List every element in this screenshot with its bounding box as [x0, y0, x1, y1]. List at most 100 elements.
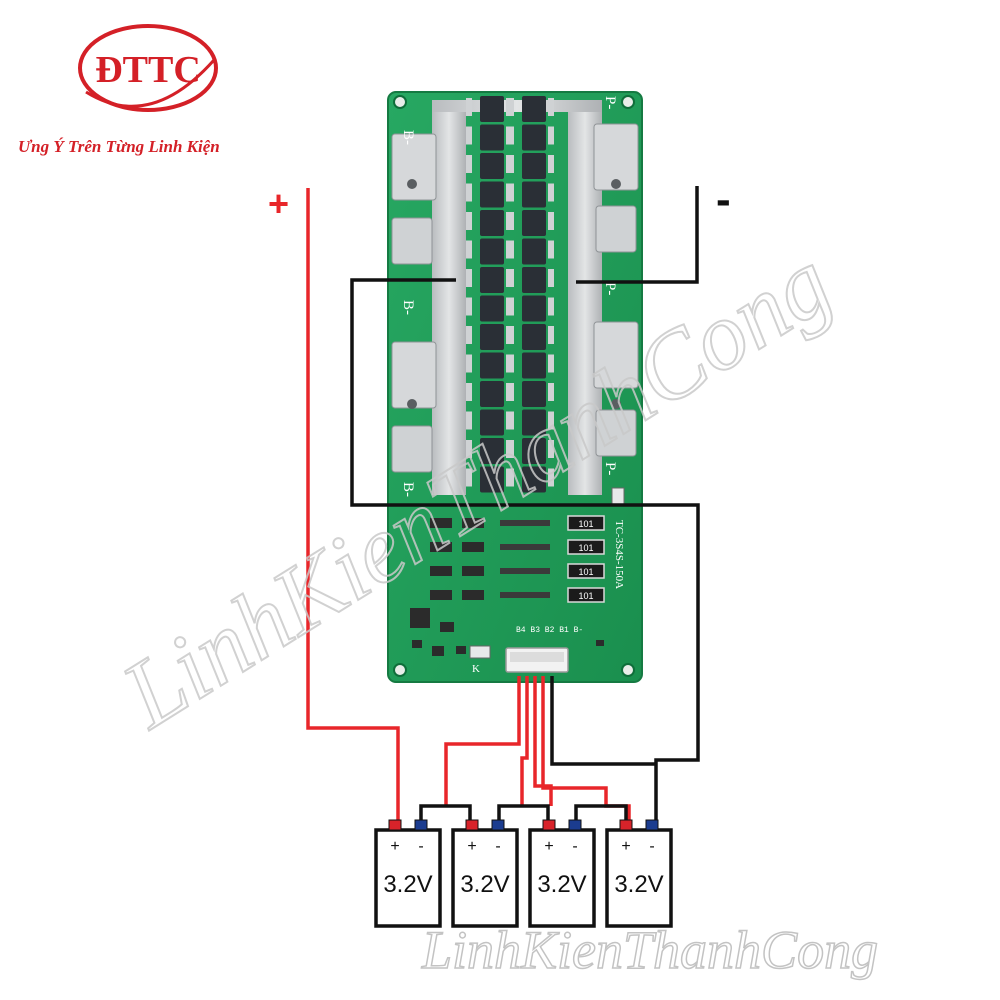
battery-cell: + - 3.2V [605, 819, 673, 928]
control-ic [462, 566, 484, 576]
cell-minus-sign: - [572, 838, 577, 855]
mosfet-right [508, 267, 554, 293]
small-components [410, 608, 604, 656]
wire-balance-b1 [444, 676, 521, 806]
control-ic [462, 590, 484, 600]
slogan: Ưng Ý Trên Từng Linh Kiện [18, 137, 220, 156]
mosfet-right [508, 466, 554, 493]
smd-strip [500, 592, 550, 598]
resistor-code: 101 [578, 519, 593, 529]
mosfet-right [508, 124, 554, 151]
red-wires [306, 188, 631, 822]
nickel-plate-left [432, 100, 466, 495]
watermark-bottom: LinhKienThanhCong [421, 920, 878, 980]
smd-strip [500, 544, 550, 550]
cell-voltage: 3.2V [383, 871, 432, 898]
balance-resistor: 101 [567, 587, 605, 603]
negative-terminal [491, 819, 505, 831]
cell-voltage: 3.2V [614, 871, 663, 898]
terminal-tabs-right [593, 123, 639, 457]
positive-terminal [619, 819, 633, 831]
label-b-minus-2: B- [400, 300, 416, 315]
label-p-minus-2: P- [602, 282, 618, 295]
k-pad [469, 645, 491, 659]
logo-text: ĐTTC [95, 49, 201, 91]
battery-cell: + - 3.2V [528, 819, 596, 928]
board-model: TC-3S4S-150A [613, 520, 625, 589]
control-ic [430, 542, 452, 552]
wire-series-3-4 [574, 804, 628, 822]
terminal-tabs-left [391, 133, 437, 473]
black-wires [350, 186, 700, 822]
balance-resistor: 101 [567, 515, 605, 531]
balance-resistors: 101 101 101 101 [567, 515, 605, 603]
label-b-minus-1: B- [400, 130, 416, 145]
cell-voltage: 3.2V [460, 871, 509, 898]
mosfet-array [466, 96, 554, 493]
negative-terminal [645, 819, 659, 831]
wire-b-loop [350, 278, 700, 822]
logo-swoosh [85, 59, 216, 108]
bms-board: B- B- B- P- P- P- 101 101 101 101 TC-3S4S-1… [387, 91, 643, 683]
mosfet-right [508, 210, 554, 236]
mosfet-right [508, 295, 554, 322]
wire-series-2-3 [497, 804, 550, 822]
control-ic [430, 590, 452, 600]
positive-terminal [542, 819, 556, 831]
minus-label: - [716, 175, 731, 224]
cell-plus-sign: + [544, 838, 553, 855]
connector-pin-labels: B4 B3 B2 B1 B- [516, 626, 583, 635]
mosfet-right [508, 324, 554, 350]
positive-terminal [388, 819, 402, 831]
cell-minus-sign: - [649, 838, 654, 855]
wire-series-1-2 [419, 804, 472, 822]
control-ic [462, 542, 484, 552]
cell-body [528, 828, 596, 928]
wire-balance-b2 [520, 676, 529, 806]
small-pad [611, 487, 625, 505]
mosfet-right [508, 409, 554, 436]
mosfet-right [508, 438, 554, 464]
logo-ellipse [78, 24, 218, 112]
negative-terminal [568, 819, 582, 831]
mosfet-right [508, 381, 554, 407]
mosfet-right [508, 153, 554, 179]
battery-cell: + - 3.2V [374, 819, 442, 928]
balance-resistor: 101 [567, 539, 605, 555]
smd-strip [500, 568, 550, 574]
wire-main-plus [306, 188, 400, 822]
label-p-minus-3: P- [602, 462, 618, 475]
mounting-holes [393, 95, 635, 677]
mosfet-right [508, 352, 554, 379]
cell-minus-sign: - [495, 838, 500, 855]
cell-plus-sign: + [390, 838, 399, 855]
cell-minus-sign: - [418, 838, 423, 855]
balance-resistor: 101 [567, 563, 605, 579]
mosfet-right [508, 181, 554, 208]
resistor-code: 101 [578, 567, 593, 577]
cell-voltage: 3.2V [537, 871, 586, 898]
cell-body [374, 828, 442, 928]
wire-balance-bminus [550, 676, 656, 766]
nickel-bar-top [432, 100, 602, 112]
cell-body [605, 828, 673, 928]
resistor-code: 101 [578, 543, 593, 553]
battery-cell: + - 3.2V [451, 819, 519, 928]
label-b-minus-3: B- [400, 482, 416, 497]
battery-cells: + - 3.2V + - 3.2V + - 3.2V + - 3.2V [374, 819, 673, 928]
wire-balance-b4 [541, 676, 631, 822]
cell-plus-sign: + [467, 838, 476, 855]
balance-connector [505, 647, 569, 673]
smd-strip [500, 520, 550, 526]
negative-terminal [414, 819, 428, 831]
control-ic [430, 566, 452, 576]
cell-plus-sign: + [621, 838, 630, 855]
resistor-code: 101 [578, 591, 593, 601]
control-ic [462, 518, 484, 528]
label-p-minus-1: P- [602, 96, 618, 109]
positive-terminal [465, 819, 479, 831]
wire-main-minus [576, 186, 699, 284]
mosfet-right [508, 238, 554, 265]
mosfet-right [508, 96, 554, 122]
